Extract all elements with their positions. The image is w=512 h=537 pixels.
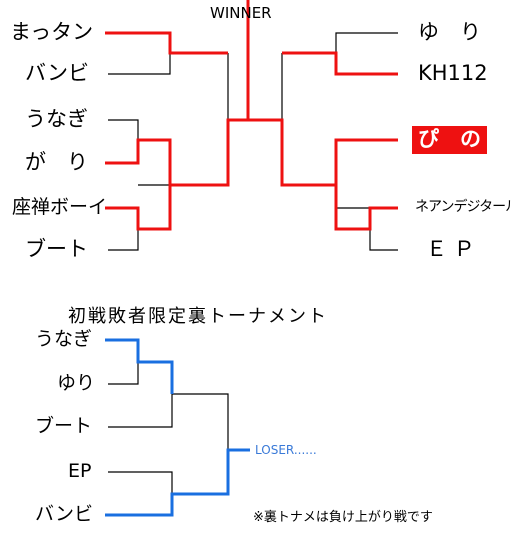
line-lower-boot: [108, 394, 173, 428]
line-lose-unagi: [105, 338, 174, 394]
line-semi-left: [227, 53, 248, 121]
loser-entry-2: ゆり: [57, 372, 96, 394]
loser-entry-3: ブート: [35, 415, 93, 437]
entry-right-2: KH112: [418, 61, 488, 85]
loser-result-label: LOSER......: [255, 443, 317, 457]
line-right-pair-mid: [335, 185, 370, 209]
line-bambi: [108, 53, 171, 75]
entry-left-2: バンビ: [25, 61, 90, 85]
line-ep: [369, 229, 398, 251]
entry-right-3-highlight: ぴ の: [412, 126, 487, 154]
line-win-mattan: [105, 31, 228, 55]
entry-right-5: Ｅ Ｐ: [426, 237, 475, 261]
line-lose-bambi: [105, 448, 250, 517]
loser-entry-1: うなぎ: [35, 328, 93, 350]
entry-left-1: まっタン: [10, 20, 94, 44]
loser-bracket-note: ※裏トナメは負け上がり戦です: [253, 510, 433, 525]
line-win-neander: [334, 185, 398, 231]
line-boot: [108, 229, 139, 251]
line-winner-stem: [246, 0, 398, 187]
line-win-kh112: [282, 51, 398, 76]
line-unagi: [108, 119, 139, 140]
entry-right-4: ネアンデジタール: [415, 199, 512, 215]
entry-left-3: うなぎ: [25, 107, 88, 131]
line-win-zazen: [105, 185, 172, 231]
entry-left-6: ブート: [25, 237, 88, 261]
entry-left-4: が り: [25, 150, 88, 174]
loser-entry-5: バンビ: [35, 503, 93, 525]
line-lower-yuri: [108, 362, 139, 385]
line-yuri: [335, 32, 398, 53]
loser-bracket-title: 初戦敗者限定裏トーナメント: [68, 306, 328, 327]
entry-left-5: 座禅ボーイ: [12, 196, 108, 218]
entry-right-1: ゆ り: [418, 20, 481, 44]
loser-entry-4: EP: [68, 460, 92, 482]
line-win-gari: [105, 118, 248, 187]
line-lower-bracket: [172, 393, 229, 450]
line-lower-ep: [108, 471, 173, 494]
winner-label: WINNER: [210, 4, 272, 22]
